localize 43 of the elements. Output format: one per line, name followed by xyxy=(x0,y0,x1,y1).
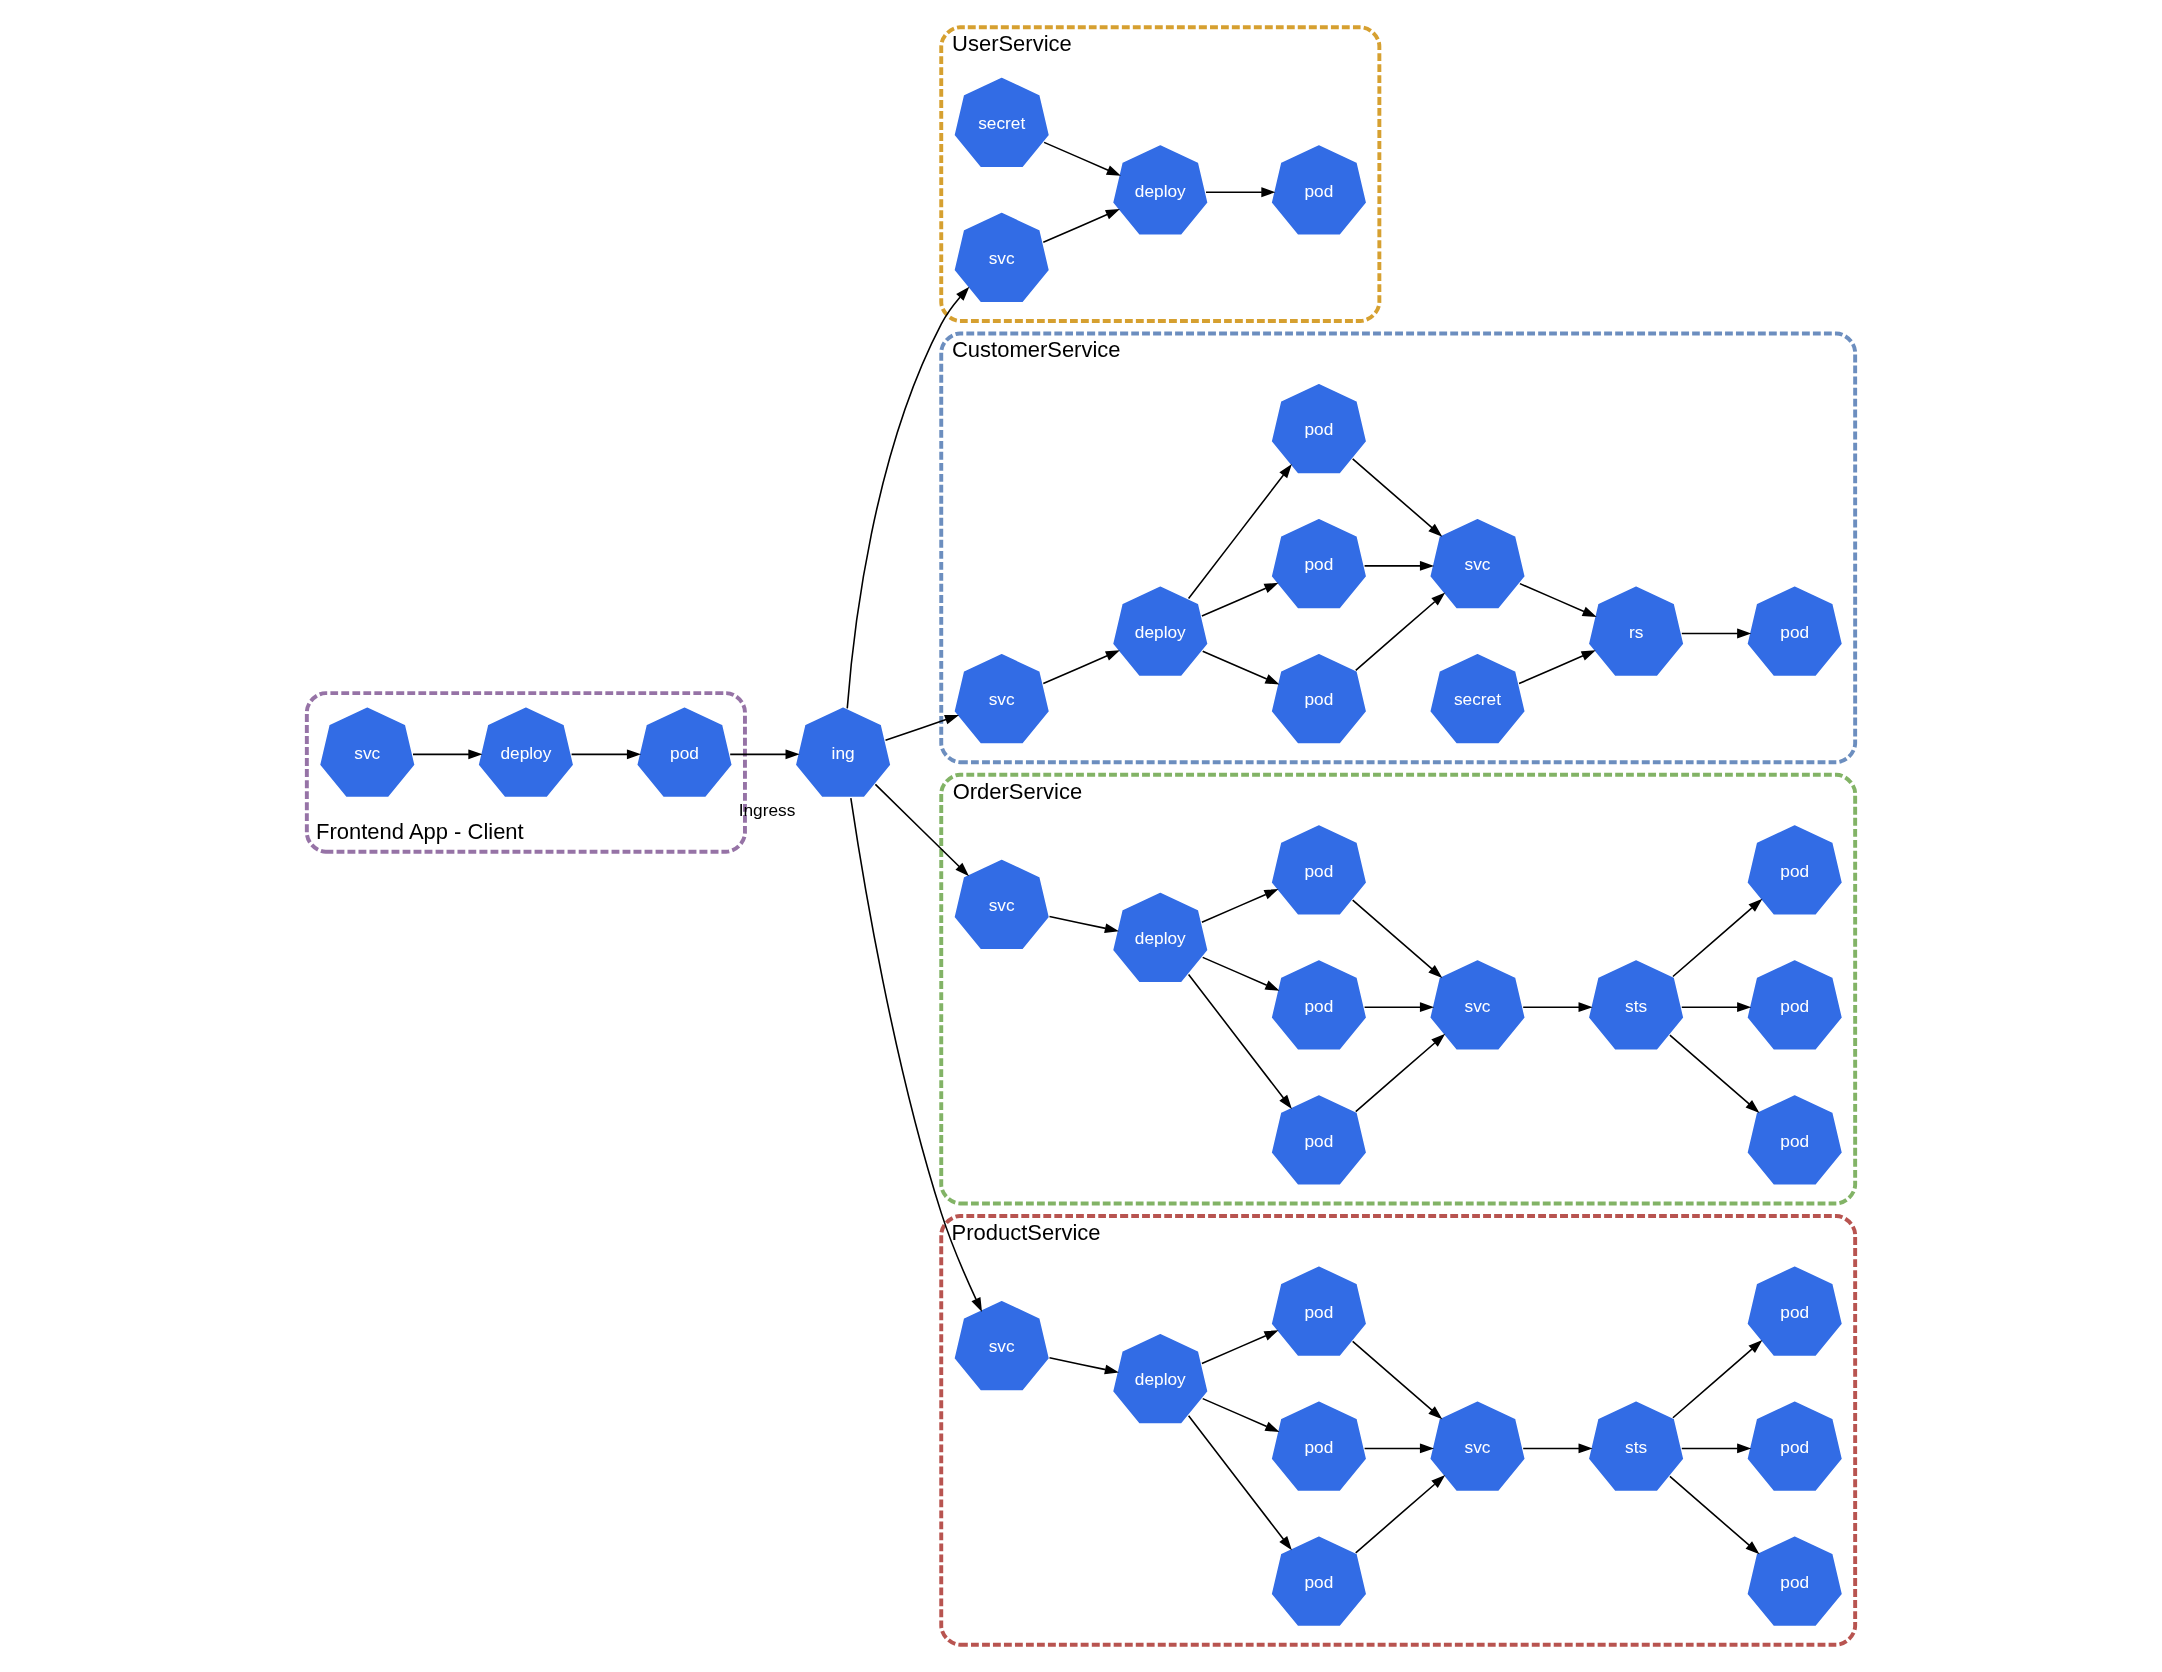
arrow xyxy=(1354,592,1446,672)
arrow xyxy=(1669,1034,1760,1113)
arrow xyxy=(1187,973,1292,1110)
arrow xyxy=(1681,628,1752,639)
arrow xyxy=(850,797,982,1312)
arrow xyxy=(1522,1002,1593,1013)
arrow xyxy=(1681,1443,1752,1454)
arrow xyxy=(1205,187,1276,198)
arrow xyxy=(729,749,800,760)
arrow xyxy=(1363,1443,1435,1454)
arrow xyxy=(1042,650,1120,685)
arrow xyxy=(1042,209,1120,244)
arrow xyxy=(1669,1475,1760,1555)
arrow xyxy=(1363,1002,1435,1013)
arrow xyxy=(1672,1340,1763,1419)
arrow xyxy=(1354,1033,1446,1113)
arrow xyxy=(1048,1356,1119,1375)
arrow xyxy=(1201,650,1280,685)
arrow xyxy=(570,749,642,760)
arrow xyxy=(1201,888,1279,924)
arrow xyxy=(1201,956,1280,991)
arrow xyxy=(1522,1443,1593,1454)
arrow xyxy=(1354,1475,1446,1554)
arrow xyxy=(1201,582,1279,617)
arrow xyxy=(1187,464,1292,600)
arrow xyxy=(1681,1002,1752,1013)
arrow xyxy=(1351,458,1443,537)
arrow xyxy=(846,286,970,710)
arrow xyxy=(412,749,483,760)
arrow xyxy=(1672,898,1763,978)
arrow xyxy=(884,714,960,742)
arrow xyxy=(1518,650,1596,685)
arrow xyxy=(1351,899,1443,978)
arrow xyxy=(1048,915,1119,934)
arrow xyxy=(1519,582,1597,617)
arrow xyxy=(1043,141,1121,176)
arrow xyxy=(1351,1340,1443,1420)
arrow xyxy=(1363,560,1435,571)
arrow xyxy=(874,783,970,877)
arrow xyxy=(1201,1397,1280,1432)
arrow xyxy=(1187,1414,1292,1551)
arrow xyxy=(1201,1330,1279,1365)
node-label: Ingress xyxy=(738,800,796,821)
